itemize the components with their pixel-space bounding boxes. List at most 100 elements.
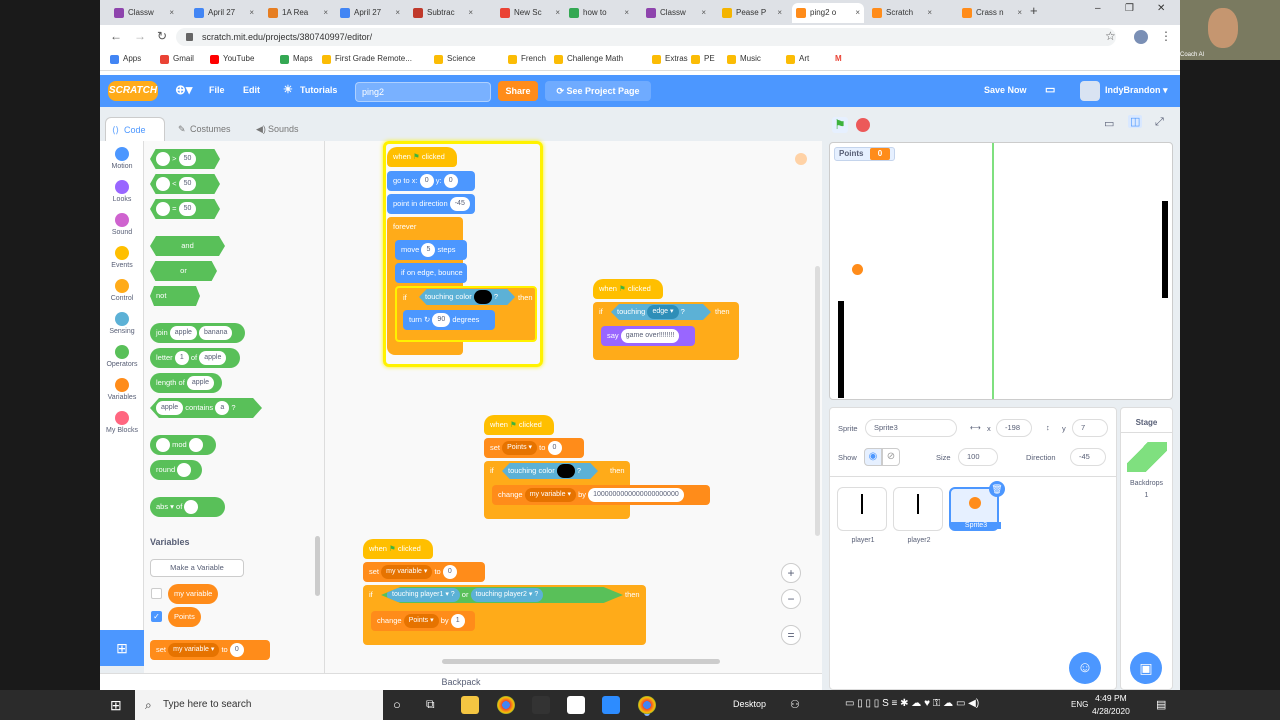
browser-tab[interactable]: Pease P× — [718, 3, 786, 23]
browser-tab[interactable]: ping2 o× — [792, 3, 864, 23]
category-events[interactable]: Events — [100, 246, 144, 269]
chrome-icon[interactable] — [497, 696, 515, 714]
browser-tab[interactable]: how to× — [565, 3, 633, 23]
category-control[interactable]: Control — [100, 279, 144, 302]
globe-icon[interactable]: ⊕▾ — [175, 82, 193, 97]
touching-color-block[interactable]: touching color ? — [419, 289, 515, 305]
stop-button[interactable] — [856, 118, 870, 132]
set-variable-block[interactable]: set my variable ▾ to 0 — [363, 562, 485, 582]
say-text-input[interactable]: game over!!!!!!!! — [620, 329, 680, 344]
points-reporter[interactable]: Points — [168, 607, 201, 627]
browser-tab[interactable]: 1A Rea× — [264, 3, 332, 23]
file-menu[interactable]: File — [209, 85, 225, 95]
back-icon[interactable]: ← — [110, 29, 122, 43]
workspace-v-scrollbar[interactable] — [815, 266, 820, 536]
equals-block[interactable]: = 50 — [150, 199, 220, 219]
small-stage-icon[interactable]: ▭ — [1104, 118, 1115, 130]
inkscape-icon[interactable] — [532, 696, 550, 714]
when-flag-clicked-block[interactable]: when ⚑ clicked — [593, 279, 663, 299]
tray-icons[interactable]: ▭ ▯ ▯ ▯ S ≡ ✱ ☁ ♥ ⚿ ☁ ▭ ◀) — [845, 698, 980, 709]
abs-of-block[interactable]: abs ▾ of — [150, 497, 225, 517]
say-block[interactable]: say game over!!!!!!!! — [601, 326, 695, 346]
minimize-icon[interactable]: – — [1095, 3, 1101, 14]
scratch-logo[interactable]: SCRATCH — [108, 81, 158, 101]
zoom-in-icon[interactable]: + — [781, 563, 801, 583]
browser-tab[interactable]: New Sc× — [496, 3, 564, 23]
tab-sounds[interactable]: ◀)Sounds — [250, 117, 315, 141]
mod-block[interactable]: mod — [150, 435, 216, 455]
value-50[interactable]: 50 — [178, 152, 197, 167]
category-my-blocks[interactable]: My Blocks — [100, 411, 144, 434]
bookmark-item[interactable]: Challenge Math — [554, 54, 623, 64]
empty-slot[interactable] — [156, 152, 170, 167]
url-field[interactable]: scratch.mit.edu/projects/380740997/edito… — [176, 28, 1116, 46]
when-flag-clicked-block[interactable]: when ⚑ clicked — [484, 415, 554, 435]
player1-paddle[interactable] — [838, 301, 844, 398]
desktop-toolbar[interactable]: Desktop — [733, 699, 767, 709]
when-flag-clicked-block[interactable]: when ⚑ clicked — [363, 539, 433, 559]
y-input[interactable]: 7 — [1072, 419, 1108, 437]
size-input[interactable]: 100 — [958, 448, 998, 466]
add-extension-button[interactable]: ⊞ — [100, 630, 144, 666]
backpack-bar[interactable]: Backpack — [100, 673, 822, 690]
variable-dropdown[interactable]: my variable ▾ — [381, 565, 433, 580]
player2-paddle[interactable] — [1162, 201, 1168, 298]
reload-icon[interactable]: ↻ — [157, 29, 168, 43]
folder-icon[interactable]: ▭ — [1045, 84, 1056, 96]
bookmark-item[interactable]: Science — [434, 54, 475, 64]
apple-input[interactable]: apple — [186, 376, 215, 391]
letter-index-input[interactable]: 1 — [174, 351, 189, 366]
bookmark-item[interactable]: Gmail — [160, 54, 194, 64]
windows-start-icon[interactable]: ⊞ — [110, 697, 122, 713]
backdrop-thumbnail[interactable] — [1127, 442, 1167, 472]
browser-tab[interactable]: Scratch× — [868, 3, 936, 23]
chrome-active-icon[interactable] — [638, 696, 656, 714]
people-icon[interactable]: ⚇ — [790, 699, 800, 711]
category-sound[interactable]: Sound — [100, 213, 144, 236]
tab-costumes[interactable]: ✎Costumes — [172, 117, 242, 141]
apple-input[interactable]: apple — [156, 401, 184, 416]
y-input[interactable]: 0 — [443, 174, 458, 189]
bookmark-item[interactable]: Music — [727, 54, 761, 64]
tab-close-icon[interactable]: × — [624, 8, 629, 17]
tab-close-icon[interactable]: × — [1017, 8, 1022, 17]
stage-canvas[interactable]: Points 0 — [829, 142, 1173, 400]
task-view-icon[interactable]: ⧉ — [426, 697, 435, 711]
palette-scrollbar[interactable] — [315, 536, 320, 596]
tab-code[interactable]: ⟨⟩Code — [105, 117, 165, 141]
point-in-direction-block[interactable]: point in direction -45 — [387, 194, 475, 214]
app-icon[interactable] — [567, 696, 585, 714]
points-checkbox-checked[interactable]: ✓ — [151, 611, 162, 622]
greater-than-block[interactable]: > 50 — [150, 149, 220, 169]
tab-close-icon[interactable]: × — [468, 8, 473, 17]
variable-dropdown[interactable]: Points ▾ — [502, 441, 538, 456]
touching-color-block[interactable]: touching color ? — [502, 463, 598, 479]
notification-icon[interactable]: ▤ — [1156, 699, 1167, 711]
variable-dropdown[interactable]: Points ▾ — [403, 614, 439, 629]
tab-close-icon[interactable]: × — [169, 8, 174, 17]
change-value-input[interactable]: 1000000000000000000000 — [588, 488, 684, 503]
touching-edge-block[interactable]: touching edge ▾ ? — [611, 304, 711, 320]
letter-of-block[interactable]: letter 1 of apple — [150, 348, 240, 368]
bookmark-item[interactable]: Extras — [652, 54, 688, 64]
set-value-input[interactable]: 0 — [229, 643, 244, 658]
browser-tab[interactable]: Crass n× — [958, 3, 1026, 23]
bookmark-item[interactable]: Maps — [280, 54, 313, 64]
when-flag-clicked-block[interactable]: when ⚑ clicked — [387, 147, 457, 167]
username-menu[interactable]: IndyBrandon ▾ — [1105, 85, 1168, 95]
edge-dropdown[interactable]: edge ▾ — [647, 305, 679, 320]
browser-tab[interactable]: April 27× — [336, 3, 404, 23]
project-title-input[interactable]: ping2 — [355, 82, 491, 102]
turn-degrees-block[interactable]: turn ↻ 90 degrees — [403, 310, 495, 330]
x-input[interactable]: 0 — [419, 174, 434, 189]
touching-player1-block[interactable]: touching player1 ▾ ? — [387, 588, 460, 603]
empty-slot[interactable] — [177, 463, 192, 478]
abs-dropdown[interactable]: abs — [156, 502, 169, 511]
or-block[interactable]: touching player1 ▾ ? or touching player2… — [381, 587, 623, 603]
empty-slot[interactable] — [156, 438, 170, 453]
save-now-button[interactable]: Save Now — [984, 85, 1027, 95]
tab-close-icon[interactable]: × — [855, 8, 860, 17]
empty-slot[interactable] — [188, 438, 203, 453]
fullscreen-icon[interactable]: ⤢ — [1155, 116, 1164, 128]
add-sprite-cat-icon[interactable]: ☺ — [1069, 652, 1101, 684]
